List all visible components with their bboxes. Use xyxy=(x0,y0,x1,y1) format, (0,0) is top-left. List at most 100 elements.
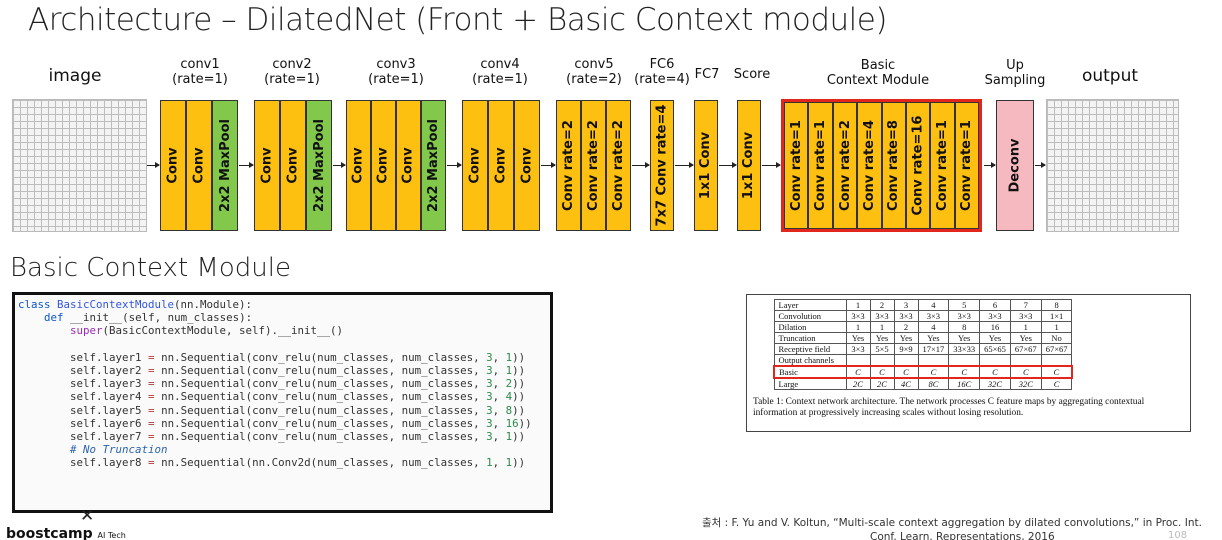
code-text: class BasicContextModule(nn.Module): def… xyxy=(18,298,532,470)
block-label: Conv xyxy=(165,147,181,184)
table-cell: C xyxy=(1040,377,1073,390)
header-fc6: FC6(rate=4) xyxy=(634,57,690,87)
table-cell: 7 xyxy=(1009,299,1042,311)
table-cell: No xyxy=(1040,332,1073,344)
block-label: Conv xyxy=(259,147,275,184)
page-number: 108 xyxy=(1168,530,1188,540)
score-block: 1x1 Conv xyxy=(737,100,761,231)
table-cell: 8 xyxy=(1040,299,1073,311)
context-conv-block: Conv rate=8 xyxy=(881,102,906,229)
table-cell: 4C xyxy=(893,377,919,390)
table-cell: C xyxy=(869,365,895,379)
code-layer-name: self.layer2 xyxy=(70,364,142,378)
boostcamp-logo: boostcamp AI Tech xyxy=(6,526,126,540)
conv-block: Conv xyxy=(160,100,186,231)
fc7-block: 1x1 Conv xyxy=(694,100,718,231)
fc6-group: 7x7 Conv rate=4 xyxy=(650,100,674,231)
table-cell: 17×17 xyxy=(917,343,950,355)
block-label: Conv xyxy=(519,147,535,184)
code-kernel-size: 1 xyxy=(486,456,493,470)
code-dilation: 1 xyxy=(505,364,513,378)
block-label: Conv rate=2 xyxy=(837,120,853,211)
table-cell: 6 xyxy=(979,299,1011,311)
table-cell: 8 xyxy=(948,321,981,333)
context-conv-block: Conv rate=1 xyxy=(808,102,833,229)
code-layer-name: self.layer8 xyxy=(70,456,142,470)
code-layer-call: nn.Sequential(conv_relu(num_classes, num… xyxy=(161,416,480,430)
code-text-span: (BasicContextModule, self).__init__() xyxy=(102,324,344,338)
code-kernel-size: 3 xyxy=(486,350,493,364)
basic-context-module-group: Conv rate=1 Conv rate=1 Conv rate=2 Conv… xyxy=(781,99,983,232)
header-conv3-rate: (rate=1) xyxy=(368,72,424,87)
table-cell: 1 xyxy=(1040,321,1073,333)
code-layer-name: self.layer3 xyxy=(70,377,142,391)
block-label: Conv rate=1 xyxy=(935,120,951,211)
table-cell xyxy=(917,354,950,367)
table-cell: 3×3 xyxy=(948,310,981,322)
code-layer-call: nn.Sequential(nn.Conv2d(num_classes, num… xyxy=(161,456,480,470)
table-cell xyxy=(869,354,895,367)
maxpool-block: 2x2 MaxPool xyxy=(306,100,332,231)
output-image-grid xyxy=(1046,99,1179,232)
context-conv-block: Conv rate=1 xyxy=(930,102,955,229)
table-cell: 1 xyxy=(869,321,895,333)
block-label: Conv xyxy=(467,147,483,184)
code-layer-call: nn.Sequential(conv_relu(num_classes, num… xyxy=(161,403,480,417)
header-conv5: conv5(rate=2) xyxy=(566,57,622,87)
header-score: Score xyxy=(733,67,771,82)
header-conv4-rate: (rate=1) xyxy=(472,72,528,87)
table-cell: Layer xyxy=(773,299,847,311)
code-layer-call: nn.Sequential(conv_relu(num_classes, num… xyxy=(161,377,480,391)
table-cell xyxy=(948,354,981,367)
table-cell: Basic xyxy=(773,365,847,379)
code-kernel-size: 3 xyxy=(486,403,493,417)
table-cell: C xyxy=(893,365,919,379)
header-fc6-name: FC6 xyxy=(649,57,675,72)
section-subtitle: Basic Context Module xyxy=(10,253,291,283)
code-kernel-size: 3 xyxy=(486,377,493,391)
source-citation: 출처 : F. Yu and V. Koltun, “Multi-scale c… xyxy=(702,517,1202,529)
table-caption: Table 1: Context network architecture. T… xyxy=(753,397,1145,418)
conv-block: Conv xyxy=(396,100,421,231)
table-cell: 67×67 xyxy=(1009,343,1042,355)
table-cell: Dilation xyxy=(773,321,847,333)
conv-block: Conv xyxy=(462,100,488,231)
code-class-name: BasicContextModule xyxy=(57,298,175,311)
table-row: Output channels xyxy=(773,354,1073,367)
flow-arrow xyxy=(984,162,996,168)
block-label: Conv rate=4 xyxy=(861,120,877,211)
table-cell: 3×3 xyxy=(893,310,919,322)
context-conv-block: Conv rate=2 xyxy=(832,102,858,229)
code-kernel-size: 3 xyxy=(486,364,493,378)
block-label: Conv xyxy=(376,147,392,184)
conv5-group: Conv rate=2 Conv rate=2 Conv rate=2 xyxy=(556,100,631,231)
block-label: Conv rate=8 xyxy=(886,120,902,211)
flow-arrow xyxy=(632,162,650,168)
code-dilation: 16 xyxy=(505,416,519,430)
table-cell: Yes xyxy=(917,332,950,344)
block-label: Conv rate=16 xyxy=(910,115,926,216)
code-dilation: 2 xyxy=(505,377,513,391)
context-conv-block: Conv rate=1 xyxy=(784,102,809,229)
conv-block: Conv xyxy=(346,100,371,231)
table-cell: 8C xyxy=(917,377,950,390)
flow-arrow xyxy=(239,162,254,168)
header-up-line2: Sampling xyxy=(984,73,1046,88)
flow-arrow xyxy=(333,162,346,168)
header-conv2-name: conv2 xyxy=(272,57,312,72)
block-label: 2x2 MaxPool xyxy=(426,119,442,212)
code-text-span: (self, num_classes): xyxy=(122,311,253,325)
maxpool-block: 2x2 MaxPool xyxy=(212,100,238,231)
context-conv-block: Conv rate=1 xyxy=(954,102,980,229)
conv-block: Conv xyxy=(514,100,540,231)
table-cell: C xyxy=(845,365,871,379)
code-kernel-size: 3 xyxy=(486,430,493,444)
code-dilation: 8 xyxy=(505,403,513,417)
header-conv2-rate: (rate=1) xyxy=(264,72,320,87)
